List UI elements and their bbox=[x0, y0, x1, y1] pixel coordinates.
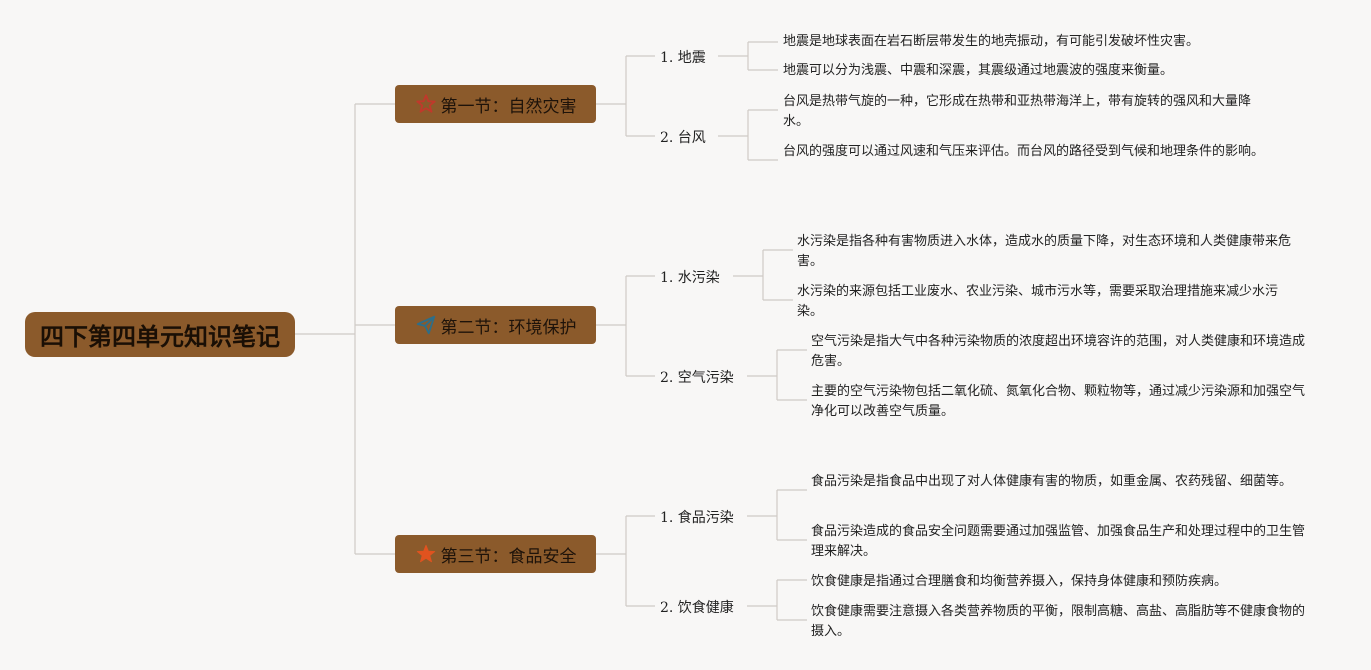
note-food-1[interactable]: 食品污染是指食品中出现了对人体健康有害的物质，如重金属、农药残留、细菌等。 bbox=[811, 474, 1293, 489]
section-natural-disasters[interactable]: 第一节：自然灾害 bbox=[395, 85, 596, 123]
section-food-safety[interactable]: 第三节：食品安全 bbox=[395, 535, 596, 573]
note-earthquake-2[interactable]: 地震可以分为浅震、中震和深震，其震级通过地震波的强度来衡量。 bbox=[783, 63, 1174, 78]
note-typhoon-2[interactable]: 台风的强度可以通过风速和气压来评估。而台风的路径受到气候和地理条件的影响。 bbox=[783, 144, 1265, 159]
section-title: 第三节：食品安全 bbox=[440, 546, 577, 567]
topic-diet-health[interactable]: 2. 饮食健康 bbox=[660, 600, 734, 616]
topic-typhoon[interactable]: 2. 台风 bbox=[660, 130, 706, 146]
star-outline-icon bbox=[415, 93, 437, 115]
note-air-2[interactable]: 主要的空气污染物包括二氧化硫、氮氧化合物、颗粒物等，通过减少污染源和加强空气净化… bbox=[811, 384, 1306, 419]
root-title: 四下第四单元知识笔记 bbox=[40, 323, 280, 351]
topic-water-pollution[interactable]: 1. 水污染 bbox=[660, 270, 720, 286]
paper-plane-icon bbox=[415, 314, 437, 336]
root-topic[interactable]: 四下第四单元知识笔记 bbox=[25, 312, 295, 357]
section-title: 第一节：自然灾害 bbox=[440, 96, 577, 117]
section-environmental-protection[interactable]: 第二节：环境保护 bbox=[395, 306, 596, 344]
note-water-1[interactable]: 水污染是指各种有害物质进入水体，造成水的质量下降，对生态环境和人类健康带来危害。 bbox=[797, 234, 1292, 269]
note-water-2[interactable]: 水污染的来源包括工业废水、农业污染、城市污水等，需要采取治理措施来减少水污染。 bbox=[797, 284, 1279, 319]
note-food-2[interactable]: 食品污染造成的食品安全问题需要通过加强监管、加强食品生产和处理过程中的卫生管理来… bbox=[811, 524, 1306, 559]
note-earthquake-1[interactable]: 地震是地球表面在岩石断层带发生的地壳振动，有可能引发破坏性灾害。 bbox=[783, 34, 1200, 49]
note-diet-1[interactable]: 饮食健康是指通过合理膳食和均衡营养摄入，保持身体健康和预防疾病。 bbox=[811, 574, 1228, 589]
note-air-1[interactable]: 空气污染是指大气中各种污染物质的浓度超出环境容许的范围，对人类健康和环境造成危害… bbox=[811, 334, 1306, 369]
section-title: 第二节：环境保护 bbox=[440, 317, 577, 338]
star-filled-icon bbox=[415, 543, 437, 565]
topic-food-pollution[interactable]: 1. 食品污染 bbox=[660, 510, 734, 526]
note-diet-2[interactable]: 饮食健康需要注意摄入各类营养物质的平衡，限制高糖、高盐、高脂肪等不健康食物的摄入… bbox=[811, 604, 1306, 639]
topic-air-pollution[interactable]: 2. 空气污染 bbox=[660, 370, 734, 386]
note-typhoon-1[interactable]: 台风是热带气旋的一种，它形成在热带和亚热带海洋上，带有旋转的强风和大量降水。 bbox=[783, 94, 1252, 129]
topic-earthquake[interactable]: 1. 地震 bbox=[660, 50, 706, 66]
